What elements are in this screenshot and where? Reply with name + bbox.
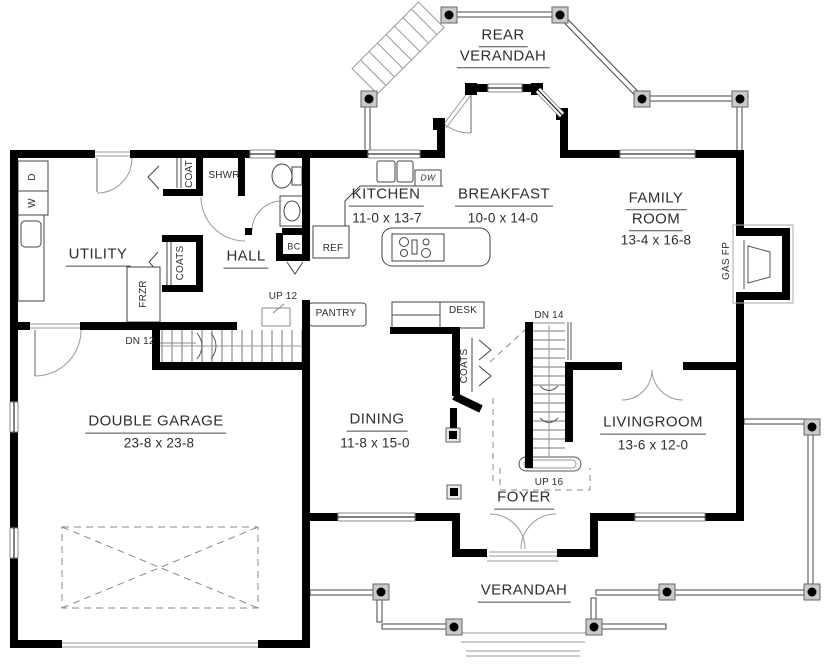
label-coats-foyer: COATS xyxy=(458,348,470,384)
bay-window-angled xyxy=(535,87,565,118)
fireplace xyxy=(732,224,794,304)
stair-main xyxy=(157,303,306,362)
room-label-dining: DINING xyxy=(346,411,408,432)
rear-steps xyxy=(351,1,445,95)
dining-columns xyxy=(445,427,462,500)
door-arcs xyxy=(30,91,684,562)
stair-foyer xyxy=(518,322,582,472)
label-dryer: D xyxy=(26,173,38,181)
label-desk: DESK xyxy=(448,304,478,316)
rear-verandah-posts xyxy=(360,6,749,108)
room-label-breakfast: BREAKFAST xyxy=(455,186,553,207)
garage-door-marker xyxy=(61,526,259,609)
room-dims-breakfast: 10-0 x 14-0 xyxy=(467,210,539,226)
room-label-utility: UTILITY xyxy=(65,246,131,267)
label-dn14: DN 14 xyxy=(534,309,564,321)
label-dw: DW xyxy=(420,172,436,183)
room-label-family-room: FAMILY ROOM xyxy=(625,189,687,231)
front-verandah-posts xyxy=(372,418,821,636)
rear-verandah-rail-diagonal xyxy=(562,17,641,98)
label-ref: REF xyxy=(322,242,344,254)
room-label-livingroom: LIVINGROOM xyxy=(600,414,706,435)
room-dims-kitchen: 11-0 x 13-7 xyxy=(352,210,422,226)
label-up12: UP 12 xyxy=(268,290,298,302)
room-dims-livingroom: 13-6 x 12-0 xyxy=(617,437,689,453)
front-steps xyxy=(456,632,590,657)
label-shwr: SHWR xyxy=(208,169,240,181)
closet-angled-wall xyxy=(452,392,483,413)
room-label-foyer: FOYER xyxy=(494,489,554,510)
room-label-garage: DOUBLE GARAGE xyxy=(85,413,227,434)
garage-door-sill xyxy=(62,642,258,648)
room-label-verandah: VERANDAH xyxy=(477,582,571,603)
dashed-lines xyxy=(489,328,591,491)
label-up16: UP 16 xyxy=(534,476,564,488)
label-coats-hall: COATS xyxy=(174,245,186,281)
room-dims-dining: 11-8 x 15-0 xyxy=(340,435,410,451)
label-pantry: PANTRY xyxy=(315,307,357,319)
walls xyxy=(10,83,790,648)
room-dims-family-room: 13-4 x 16-8 xyxy=(620,232,692,248)
fixtures xyxy=(17,158,492,392)
rear-verandah-railing xyxy=(364,11,743,153)
label-bc: BC xyxy=(287,241,301,252)
room-dims-garage: 23-8 x 23-8 xyxy=(123,435,195,451)
label-coat: COAT xyxy=(183,160,195,188)
label-dn12: DN 12 xyxy=(125,335,155,347)
room-label-kitchen: KITCHEN xyxy=(348,186,424,207)
label-frzr: FRZR xyxy=(137,280,149,308)
room-label-hall: HALL xyxy=(223,248,269,269)
room-label-rear-verandah: REAR VERANDAH xyxy=(456,26,550,68)
label-washer: W xyxy=(26,198,38,208)
windows xyxy=(9,83,706,559)
label-gas-fp: GAS FP xyxy=(720,242,732,280)
